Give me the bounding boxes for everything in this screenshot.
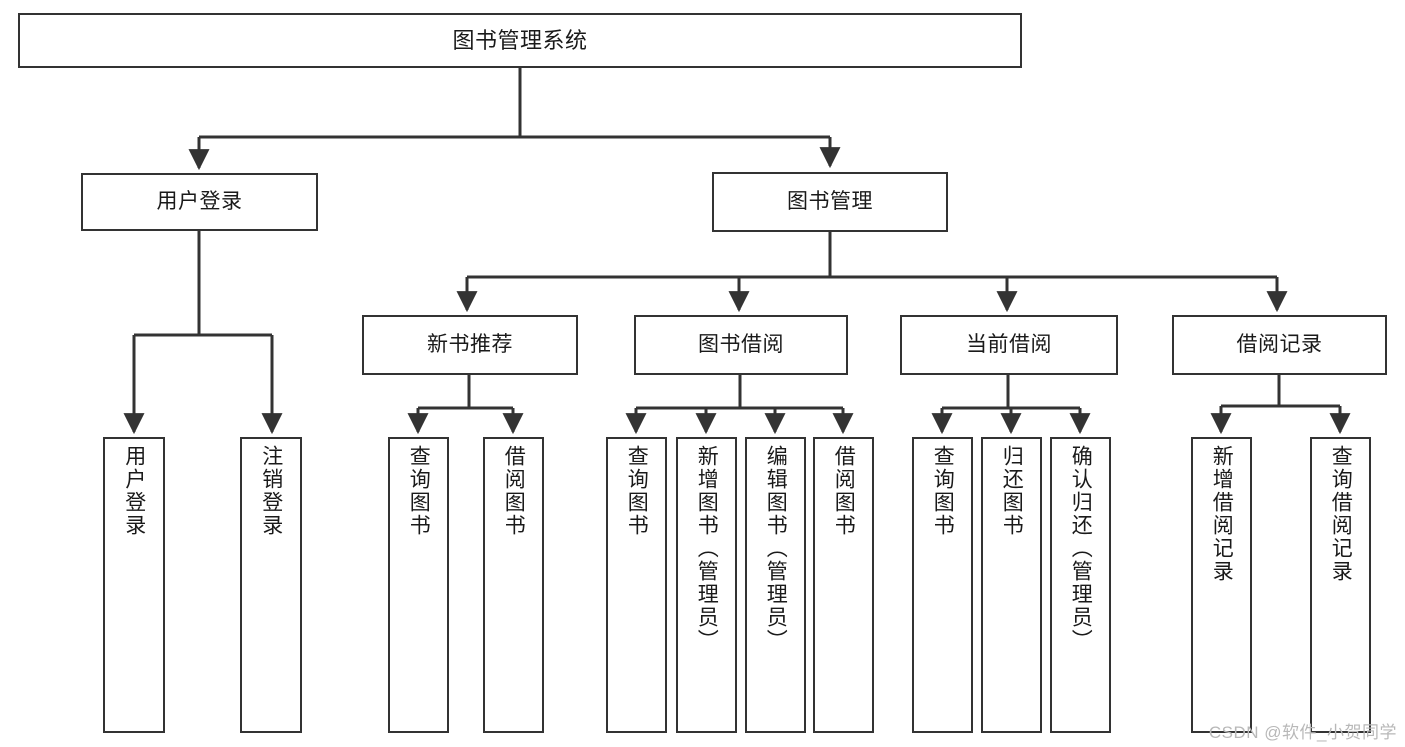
- node-leaf-borrow-book-1[interactable]: 借阅图书: [483, 437, 544, 733]
- watermark-text: CSDN @软件_小贺同学: [1208, 723, 1397, 742]
- node-leaf-edit-book[interactable]: 编辑图书（管理员）: [745, 437, 806, 733]
- node-leaf-borrow-book-2[interactable]: 借阅图书: [813, 437, 874, 733]
- node-book-manage-label: 图书管理: [787, 189, 873, 213]
- node-leaf-query-book-2[interactable]: 查询图书: [606, 437, 667, 733]
- node-new-book-recommend-label: 新书推荐: [427, 332, 513, 356]
- node-leaf-query-book-3[interactable]: 查询图书: [912, 437, 973, 733]
- node-leaf-query-record-label: 查询借阅记录: [1329, 445, 1353, 583]
- node-book-borrow-label: 图书借阅: [698, 332, 784, 356]
- node-borrow-record[interactable]: 借阅记录: [1172, 315, 1387, 375]
- node-leaf-add-book-label: 新增图书（管理员）: [695, 445, 719, 652]
- node-root[interactable]: 图书管理系统: [18, 13, 1022, 68]
- node-leaf-return-book[interactable]: 归还图书: [981, 437, 1042, 733]
- node-leaf-confirm-return-label: 确认归还（管理员）: [1069, 445, 1093, 652]
- node-leaf-query-book-3-label: 查询图书: [931, 445, 955, 537]
- node-leaf-borrow-book-2-label: 借阅图书: [832, 445, 856, 537]
- node-leaf-add-record-label: 新增借阅记录: [1210, 445, 1234, 583]
- node-leaf-confirm-return[interactable]: 确认归还（管理员）: [1050, 437, 1111, 733]
- node-leaf-user-logout[interactable]: 注销登录: [240, 437, 302, 733]
- node-leaf-add-book[interactable]: 新增图书（管理员）: [676, 437, 737, 733]
- node-leaf-query-book-2-label: 查询图书: [625, 445, 649, 537]
- node-borrow-record-label: 借阅记录: [1236, 332, 1323, 356]
- node-leaf-query-book-1-label: 查询图书: [407, 445, 431, 537]
- node-leaf-user-login-label: 用户登录: [122, 445, 146, 537]
- node-current-borrow-label: 当前借阅: [966, 332, 1052, 356]
- node-new-book-recommend[interactable]: 新书推荐: [362, 315, 578, 375]
- node-leaf-query-book-1[interactable]: 查询图书: [388, 437, 449, 733]
- node-leaf-user-logout-label: 注销登录: [259, 445, 283, 537]
- node-book-borrow[interactable]: 图书借阅: [634, 315, 848, 375]
- node-leaf-edit-book-label: 编辑图书（管理员）: [764, 445, 788, 652]
- node-leaf-add-record[interactable]: 新增借阅记录: [1191, 437, 1252, 733]
- node-book-manage[interactable]: 图书管理: [712, 172, 948, 232]
- node-leaf-borrow-book-1-label: 借阅图书: [502, 445, 526, 537]
- node-leaf-user-login[interactable]: 用户登录: [103, 437, 165, 733]
- node-current-borrow[interactable]: 当前借阅: [900, 315, 1118, 375]
- node-root-label: 图书管理系统: [452, 27, 588, 53]
- node-user-login[interactable]: 用户登录: [81, 173, 318, 231]
- node-user-login-label: 用户登录: [156, 189, 243, 213]
- node-leaf-query-record[interactable]: 查询借阅记录: [1310, 437, 1371, 733]
- node-leaf-return-book-label: 归还图书: [1000, 445, 1024, 537]
